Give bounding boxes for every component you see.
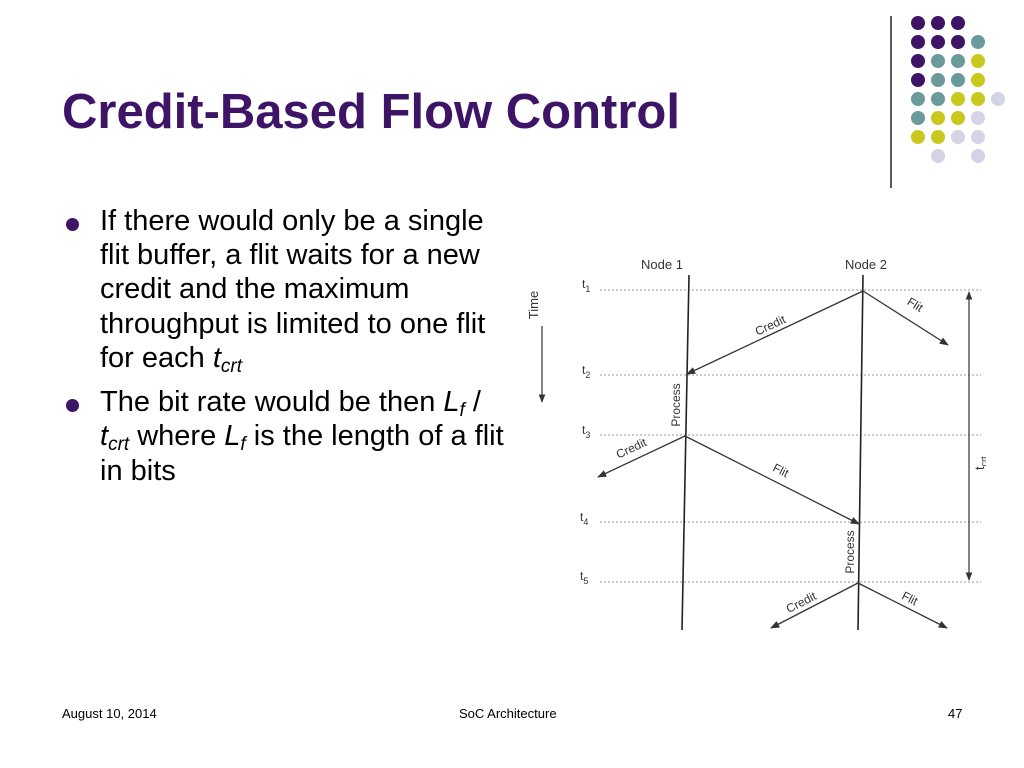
decorative-dot (911, 130, 925, 144)
decorative-dot (951, 111, 965, 125)
decorative-dot (971, 149, 985, 163)
message-arrows (597, 290, 949, 629)
footer-date: August 10, 2014 (62, 706, 157, 721)
node-2-timeline (857, 274, 864, 631)
decorative-dot (931, 16, 945, 30)
tcrt-label: tcrt (972, 456, 986, 470)
credit-label: Credit (614, 435, 650, 461)
decorative-dot (971, 35, 985, 49)
svg-text:t1: t1 (582, 277, 590, 294)
footer-title: SoC Architecture (459, 706, 557, 721)
bullet-text: If there would only be a single flit buf… (100, 205, 486, 377)
process-label: Process (843, 530, 857, 573)
slide-title: Credit-Based Flow Control (62, 85, 680, 139)
decorative-dot (951, 73, 965, 87)
decorative-dot (911, 35, 925, 49)
flow-diagram: Node 1 Node 2 t1 t2 t3 t4 t5 Time Credit… (526, 257, 986, 631)
decorative-dot (931, 54, 945, 68)
decorative-dot (971, 111, 985, 125)
decorative-dot (931, 92, 945, 106)
svg-text:t5: t5 (580, 569, 588, 586)
bullet-list: If there would only be a single flit buf… (62, 204, 512, 498)
bullet-icon (66, 399, 79, 413)
decorative-dot (951, 54, 965, 68)
decorative-dot (931, 35, 945, 49)
node-1-label: Node 1 (641, 257, 683, 272)
decorative-dot (951, 16, 965, 30)
flit-label: Flit (771, 461, 792, 481)
time-gridlines (600, 289, 981, 583)
decorative-dot (911, 16, 925, 30)
divider-line (890, 16, 892, 188)
flit-label: Flit (900, 589, 921, 609)
decorative-dot (931, 149, 945, 163)
decorative-dot (971, 54, 985, 68)
node-2-label: Node 2 (845, 257, 887, 272)
decorative-dot (951, 92, 965, 106)
decorative-dot (971, 73, 985, 87)
decorative-dot (951, 35, 965, 49)
process-label: Process (669, 383, 683, 426)
time-axis-label: Time (526, 291, 541, 319)
svg-text:t4: t4 (580, 510, 588, 527)
bullet-item: If there would only be a single flit buf… (62, 204, 512, 377)
decorative-dot (951, 130, 965, 144)
decorative-dot (931, 130, 945, 144)
bullet-icon (66, 218, 79, 231)
decorative-dot (931, 73, 945, 87)
time-labels: t1 t2 t3 t4 t5 (580, 277, 590, 586)
decorative-dot (971, 130, 985, 144)
svg-text:t3: t3 (582, 423, 590, 440)
decorative-dot (911, 54, 925, 68)
decorative-dot (911, 92, 925, 106)
bullet-text: The bit rate would be then Lf / tcrt whe… (100, 386, 504, 487)
decorative-dot-grid (911, 16, 1005, 163)
decorative-dot (911, 111, 925, 125)
page-number: 47 (948, 706, 963, 721)
decorative-dot (991, 92, 1005, 106)
node-1-timeline (681, 274, 690, 631)
decorative-dot (911, 73, 925, 87)
decorative-dot (971, 92, 985, 106)
svg-text:t2: t2 (582, 363, 590, 380)
decorative-dot (931, 111, 945, 125)
bullet-item: The bit rate would be then Lf / tcrt whe… (62, 385, 512, 488)
flit-label: Flit (905, 294, 927, 315)
